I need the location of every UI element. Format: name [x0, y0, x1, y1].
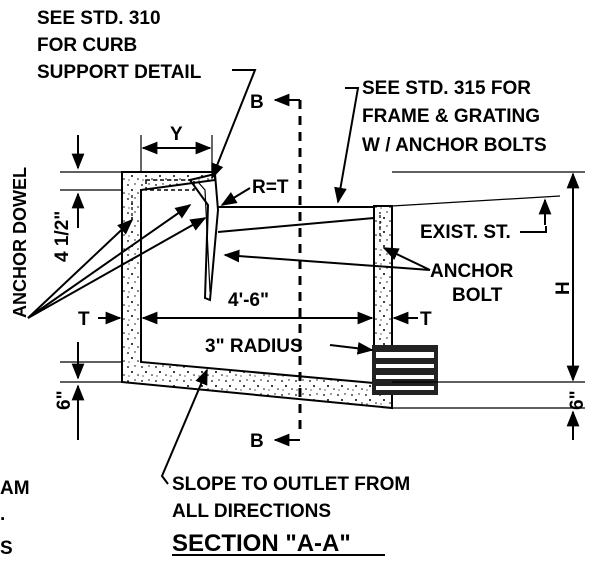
exist-st-label: EXIST. ST.: [420, 222, 511, 243]
dim-width: 4'-6": [228, 290, 269, 311]
dim-six-left: 6": [54, 390, 75, 410]
dim-t-right: T: [420, 309, 432, 330]
note-std310-line1: SEE STD. 310: [37, 8, 161, 29]
note-std310-line3: SUPPORT DETAIL: [37, 62, 202, 83]
cut-fragment-3: S: [0, 538, 13, 559]
slope-note-line1: SLOPE TO OUTLET FROM: [172, 474, 410, 495]
cut-fragment-1: AM: [0, 478, 30, 499]
note-std315-line2: FRAME & GRATING: [362, 106, 540, 127]
anchor-bolt-line1: ANCHOR: [430, 261, 514, 282]
curb-support-detail: [131, 172, 381, 302]
three-inch-radius-label: 3" RADIUS: [205, 336, 303, 357]
dim-y: Y: [170, 124, 183, 145]
section-cut-line: [273, 93, 302, 447]
dim-r-eq-t: R=T: [252, 177, 289, 198]
anchor-dowel-label: ANCHOR DOWEL: [10, 167, 30, 318]
dim-four-half: 4 1/2": [52, 211, 73, 262]
note-std315-line3: W / ANCHOR BOLTS: [362, 135, 547, 156]
note-std315-line1: SEE STD. 315 FOR: [362, 78, 531, 99]
outlet-pipe: [372, 345, 438, 395]
anchor-bolt-line2: BOLT: [452, 285, 503, 306]
section-title: SECTION "A-A": [172, 530, 351, 557]
slope-note-line2: ALL DIRECTIONS: [172, 501, 331, 522]
leader-lines: [27, 69, 547, 485]
dim-six-right: 6": [567, 390, 588, 410]
section-mark-top: B: [250, 92, 264, 113]
grating-frame: [217, 195, 561, 233]
dim-t-left: T: [78, 309, 90, 330]
note-std310-line2: FOR CURB: [37, 35, 137, 56]
dim-h: H: [553, 281, 574, 295]
section-mark-bottom: B: [250, 431, 264, 452]
cut-fragment-2: .: [0, 504, 5, 525]
